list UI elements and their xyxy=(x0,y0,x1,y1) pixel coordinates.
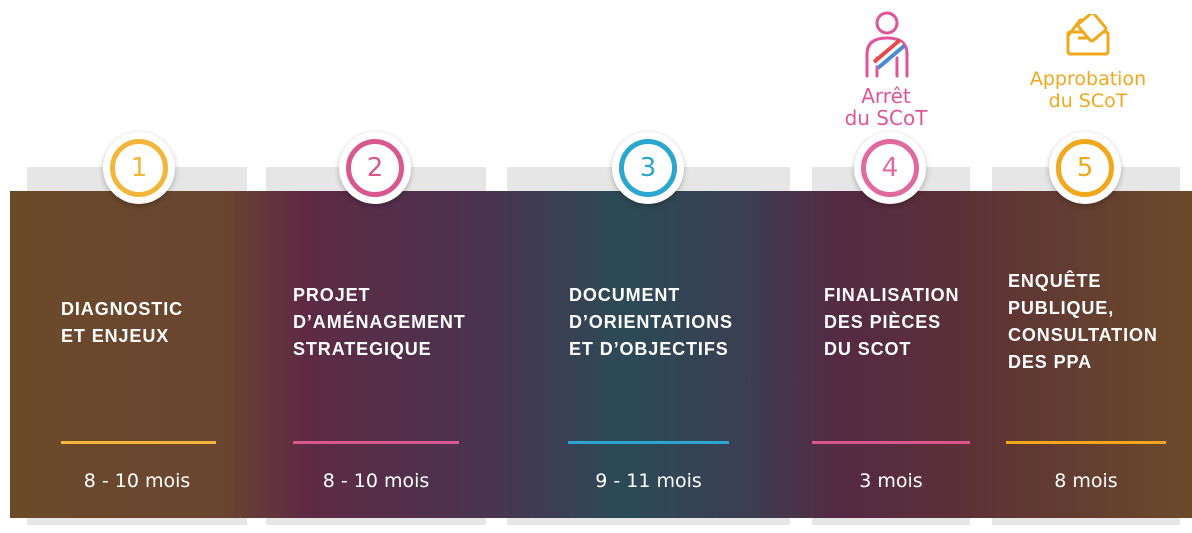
step-4-number: 4 xyxy=(881,153,899,183)
step-4-title: FINALISATION DES PIÈCES DU SCOT xyxy=(824,285,960,359)
step-1-number: 1 xyxy=(130,153,148,183)
step-1-duration: 8 - 10 mois xyxy=(83,470,191,492)
step-3: DOCUMENT D’ORIENTATIONS ET D’OBJECTIFS 9… xyxy=(507,191,790,518)
step-3-rule xyxy=(568,441,729,444)
step-4-badge: 4 xyxy=(854,132,926,204)
step-3-number: 3 xyxy=(639,153,657,183)
mayor-sash-icon xyxy=(865,11,909,78)
step-1-title: DIAGNOSTIC ET ENJEUX xyxy=(61,299,184,346)
milestone-approbation: Approbation du SCoT xyxy=(1018,68,1158,112)
step-4: FINALISATION DES PIÈCES DU SCOT 3 mois xyxy=(812,191,970,518)
step-5-rule xyxy=(1006,441,1166,444)
timeline-band xyxy=(10,191,1192,518)
step-5-number: 5 xyxy=(1076,153,1094,183)
step-1: DIAGNOSTIC ET ENJEUX 8 - 10 mois xyxy=(27,191,247,518)
milestone-arret: Arrêt du SCoT xyxy=(826,85,946,129)
step-3-duration: 9 - 11 mois xyxy=(595,470,702,492)
step-4-rule xyxy=(812,441,970,444)
ballot-box-icon xyxy=(1066,14,1110,56)
milestone-approbation-line2: du SCoT xyxy=(1048,90,1128,112)
step-5-title: ENQUÊTE PUBLIQUE, CONSULTATION DES PPA xyxy=(1008,271,1158,372)
step-2-number: 2 xyxy=(366,153,384,183)
step-1-badge: 1 xyxy=(103,132,175,204)
step-5-duration: 8 mois xyxy=(1054,470,1118,492)
step-3-title: DOCUMENT D’ORIENTATIONS ET D’OBJECTIFS xyxy=(569,285,733,359)
step-3-badge: 3 xyxy=(612,132,684,204)
step-5: ENQUÊTE PUBLIQUE, CONSULTATION DES PPA 8… xyxy=(992,191,1180,518)
step-5-badge: 5 xyxy=(1049,132,1121,204)
step-4-duration: 3 mois xyxy=(859,470,923,492)
step-2: PROJET D’AMÉNAGEMENT STRATEGIQUE 8 - 10 … xyxy=(266,191,486,518)
step-2-title: PROJET D’AMÉNAGEMENT STRATEGIQUE xyxy=(293,285,466,359)
step-2-duration: 8 - 10 mois xyxy=(322,470,430,492)
milestone-approbation-line1: Approbation xyxy=(1029,68,1147,90)
milestone-arret-line1: Arrêt xyxy=(861,84,911,108)
step-1-rule xyxy=(61,441,216,444)
milestone-arret-line2: du SCoT xyxy=(844,106,928,130)
step-2-rule xyxy=(293,441,459,444)
step-2-badge: 2 xyxy=(339,132,411,204)
